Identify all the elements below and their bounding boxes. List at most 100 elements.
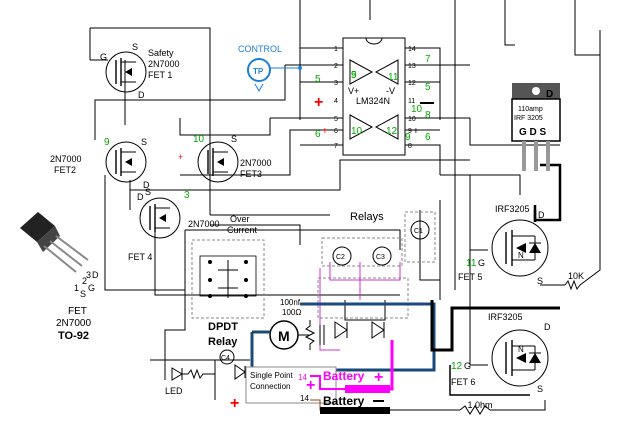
to92-title-3: TO-92 xyxy=(58,330,89,342)
shunt-label: .1 0hm xyxy=(465,400,493,410)
pin-green-5-left: 5 xyxy=(315,74,321,85)
pin-green-9-right: 9 xyxy=(405,132,411,143)
control-label: CONTROL xyxy=(238,44,282,54)
fet5-n: N xyxy=(518,251,524,260)
pin-green-7-right: 7 xyxy=(425,54,431,65)
single-point-1: Single Point xyxy=(250,371,293,380)
pin-green-6-right: 6 xyxy=(425,132,431,143)
fet4-g: D xyxy=(137,192,144,202)
fet5-name: FET 5 xyxy=(458,272,482,282)
fet5-irf3205: N IRF3205 D S 11 G FET 5 10K xyxy=(458,163,584,286)
tp-label: TP xyxy=(253,67,264,76)
motor-label: M xyxy=(278,328,290,344)
dpdt-relay: DPDT Relay C4 xyxy=(191,239,265,380)
pin-green-10-inner: 10 xyxy=(411,104,423,115)
fet1-safety: G S D Safety 2N7000 FET 1 xyxy=(100,42,180,100)
led-label: LED xyxy=(165,386,183,396)
relays: Relays C1 C2 C3 100nf 100Ω xyxy=(280,211,436,351)
fet3-label-2: FET3 xyxy=(240,169,262,179)
ic-pin-right-12: 12 xyxy=(408,80,416,87)
ic-pin-right-14: 14 xyxy=(408,46,416,53)
fet2-d: D xyxy=(143,180,150,190)
fet5-s: S xyxy=(537,276,543,286)
fet6-d: D xyxy=(544,322,551,332)
fet6-n: N xyxy=(518,345,524,354)
fet4: 3 D 2N7000 FET 4 Over Current xyxy=(128,190,258,262)
ic-pin-left-5: 5 xyxy=(334,116,338,123)
fet4-part: 2N7000 xyxy=(188,219,220,229)
fet2-label-2: FET2 xyxy=(54,165,76,175)
ic-pin-left-6: 6 xyxy=(334,128,338,135)
ic-pin-left-3: 3 xyxy=(334,80,338,87)
ic-green-11: 11 xyxy=(388,72,399,83)
resistor-10k-label: 10K xyxy=(568,271,584,281)
fet3-s: S xyxy=(231,134,237,144)
cap-label-1: 100nf xyxy=(280,298,301,307)
fet6-irf3205: N IRF3205 D S 12 G FET 6 .1 0hm xyxy=(451,312,551,410)
over-current-2: Current xyxy=(227,225,258,235)
to92-title-2: 2N7000 xyxy=(56,318,91,329)
relay-c1-label: C1 xyxy=(414,228,423,235)
ic-pin-left-1: 1 xyxy=(334,46,338,53)
to92-pin-3: 3 xyxy=(86,270,91,280)
to92-pin-s: S xyxy=(80,289,86,299)
ic-part-label: LM324N xyxy=(356,96,390,106)
to92-package: 3 D 2 G 1 S FET 2N7000 TO-92 xyxy=(20,212,99,342)
battery-pos-plus-right: + xyxy=(374,369,383,386)
ic-pin-left-4: 4 xyxy=(334,98,338,105)
to92-title-1: FET xyxy=(68,306,87,317)
fet1-label-2: 2N7000 xyxy=(148,59,180,69)
relay-c2-label: C2 xyxy=(336,254,345,261)
package-rating-1: 110amp xyxy=(518,106,543,113)
package-d-label: D xyxy=(546,89,553,100)
fet2-green-9: 9 xyxy=(104,137,110,148)
irf3205-package: D 110amp IRF 3205 G D S xyxy=(511,83,561,171)
fet1-d: D xyxy=(138,90,145,100)
pin9-plus-sign: + xyxy=(413,126,419,137)
fet1-s: S xyxy=(132,42,138,52)
fet6-name: FET 6 xyxy=(451,377,475,387)
control-test-point: CONTROL TP xyxy=(238,44,302,93)
over-current-1: Over xyxy=(230,214,250,224)
fet6-part: IRF3205 xyxy=(488,312,523,322)
pin-green-6-left: 6 xyxy=(315,129,321,140)
fet6-g: G xyxy=(464,361,471,371)
ic-pin-right-8: 8 xyxy=(408,143,412,150)
fet3-label-1: 2N7000 xyxy=(240,158,272,168)
fet6-green-12: 12 xyxy=(451,361,463,372)
fet3-green-10: 10 xyxy=(193,134,205,145)
dpdt-label-1: DPDT xyxy=(208,321,238,333)
fet4-name: FET 4 xyxy=(128,252,152,262)
ic-green-12: 12 xyxy=(386,126,398,137)
dpdt-label-2: Relay xyxy=(208,336,238,348)
fet5-d: D xyxy=(538,210,545,220)
sp-14-pos: 14 xyxy=(298,373,307,382)
ic-pin-right-9: 9 xyxy=(408,128,412,135)
wiring xyxy=(89,0,601,415)
fet3: 10 S + 2N7000 FET3 xyxy=(178,134,272,183)
fet5-green-11: 11 xyxy=(466,258,477,269)
battery-pos-plus-left: + xyxy=(306,377,315,394)
battery-section: Single Point Connection + 14 14 + Batter… xyxy=(230,340,394,414)
fet2-s: S xyxy=(141,137,147,147)
ic-vplus-label: V+ xyxy=(348,86,359,96)
sp-plus: + xyxy=(230,395,239,412)
ic-pin-right-11: 11 xyxy=(408,98,415,105)
motor-circuit: M xyxy=(250,300,560,396)
pin6-plus-sign: + xyxy=(322,126,328,137)
to92-pin-2: 2 xyxy=(82,276,87,286)
fet2-label-1: 2N7000 xyxy=(50,154,82,164)
ic-pin-right-13: 13 xyxy=(408,63,416,70)
ic-green-9: 9 xyxy=(351,70,357,81)
fet6-s: S xyxy=(537,384,543,394)
to92-pin-1: 1 xyxy=(74,283,79,293)
single-point-2: Connection xyxy=(250,382,290,391)
relays-label: Relays xyxy=(350,211,384,223)
fet1-g: G xyxy=(100,52,107,62)
fet2-s2: S xyxy=(145,187,151,197)
pin-green-8-right: 8 xyxy=(425,110,431,121)
fet1-label-3: FET 1 xyxy=(148,70,172,80)
